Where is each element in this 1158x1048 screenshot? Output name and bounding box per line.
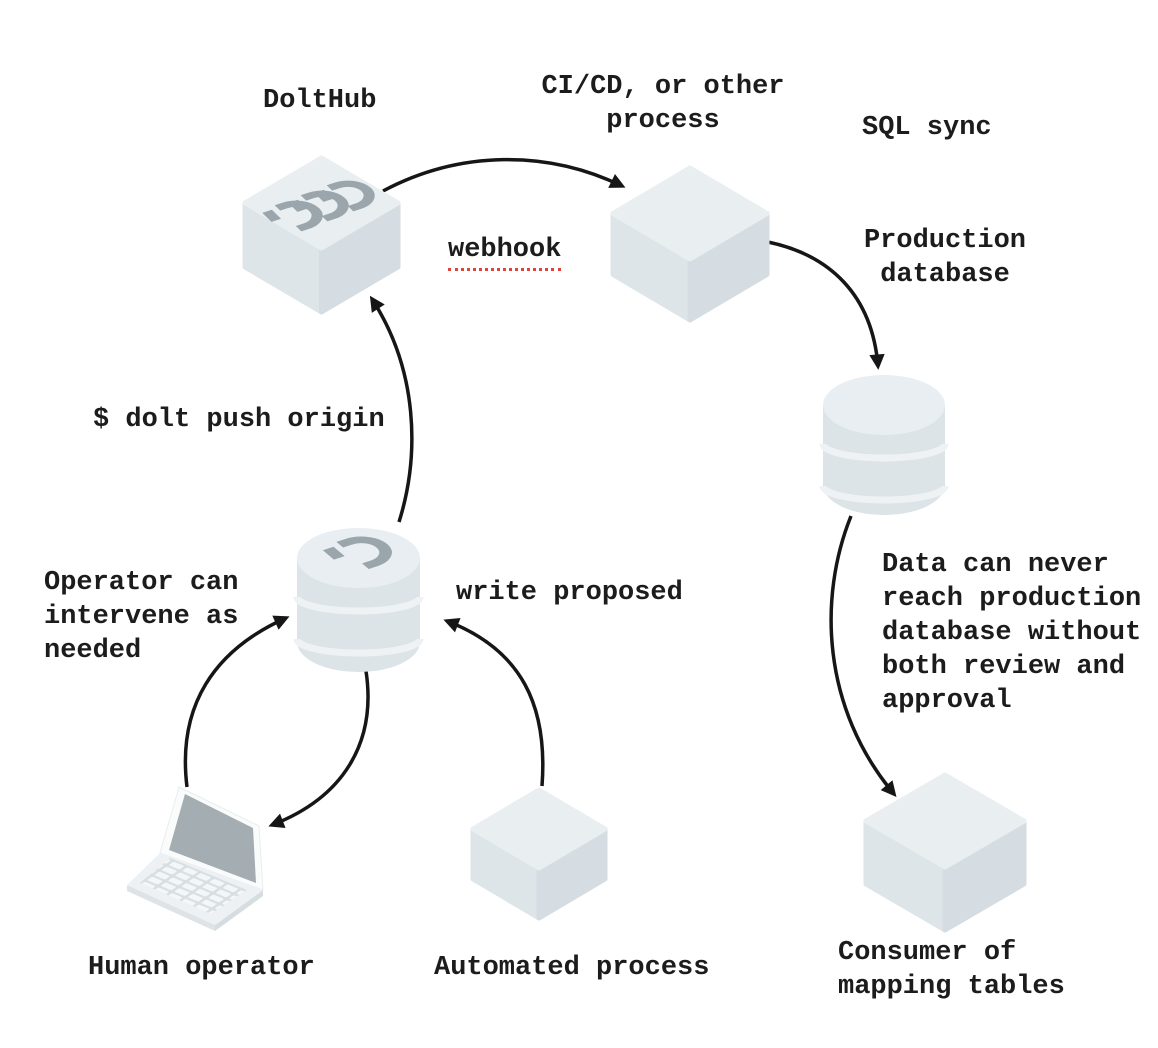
- laptop-keys: [140, 858, 247, 914]
- review-gate-arrow: [829, 515, 897, 797]
- operator-pull-arrow: [268, 670, 370, 829]
- cicd-cube-icon: [610, 165, 770, 323]
- cube-top-face: [470, 787, 608, 871]
- laptop-base-edge: [127, 885, 215, 931]
- write-proposed-edge-label: write proposed: [456, 578, 683, 608]
- cylinder-body: [297, 558, 420, 673]
- laptop-icon: [127, 786, 264, 931]
- cylinder-top: [297, 528, 420, 588]
- review-note: Data can never reach production database…: [882, 550, 1142, 716]
- arrows: [183, 157, 897, 829]
- dolthub-node-label: DoltHub: [263, 86, 377, 116]
- cube-top-face: [242, 155, 401, 251]
- dolt-push-arrow: [369, 295, 414, 523]
- cylinder-gap: [293, 638, 424, 657]
- human-operator-node-label: Human operator: [88, 953, 315, 983]
- cylinder-gap: [819, 443, 949, 462]
- cicd-node-label: CI/CD, or other process: [541, 72, 785, 136]
- write-proposed-arrow: [443, 617, 545, 787]
- dolt-database-icon: [293, 528, 424, 673]
- automated-process-cube-icon: [470, 787, 608, 921]
- automated-process-node-label: Automated process: [434, 953, 710, 983]
- laptop-screen: [169, 794, 256, 883]
- webhook-arrow: [382, 157, 626, 193]
- webhook-edge-label-text: webhook: [448, 233, 562, 271]
- production-database-node-label: Production database: [863, 226, 1027, 290]
- laptop-base-edge: [215, 890, 263, 931]
- cylinder-gap: [819, 485, 949, 504]
- operator-note: Operator can intervene as needed: [44, 568, 239, 666]
- cylinder-top: [823, 375, 945, 435]
- sql-sync-arrow: [767, 240, 885, 370]
- dolt-push-edge-label: $ dolt push origin: [93, 405, 385, 435]
- consumer-node-label: Consumer of mapping tables: [838, 938, 1065, 1002]
- production-database-icon: [819, 375, 949, 515]
- sql-sync-edge-label: SQL sync: [862, 113, 992, 143]
- operator-push-arrow: [183, 615, 290, 788]
- dolthub-cube-icon: [242, 155, 401, 315]
- cube-top-face: [610, 165, 770, 262]
- consumer-cube-icon: [863, 772, 1027, 933]
- webhook-edge-label: webhook: [448, 199, 562, 271]
- cylinder-gap: [293, 596, 424, 615]
- cube-top-face: [863, 772, 1027, 870]
